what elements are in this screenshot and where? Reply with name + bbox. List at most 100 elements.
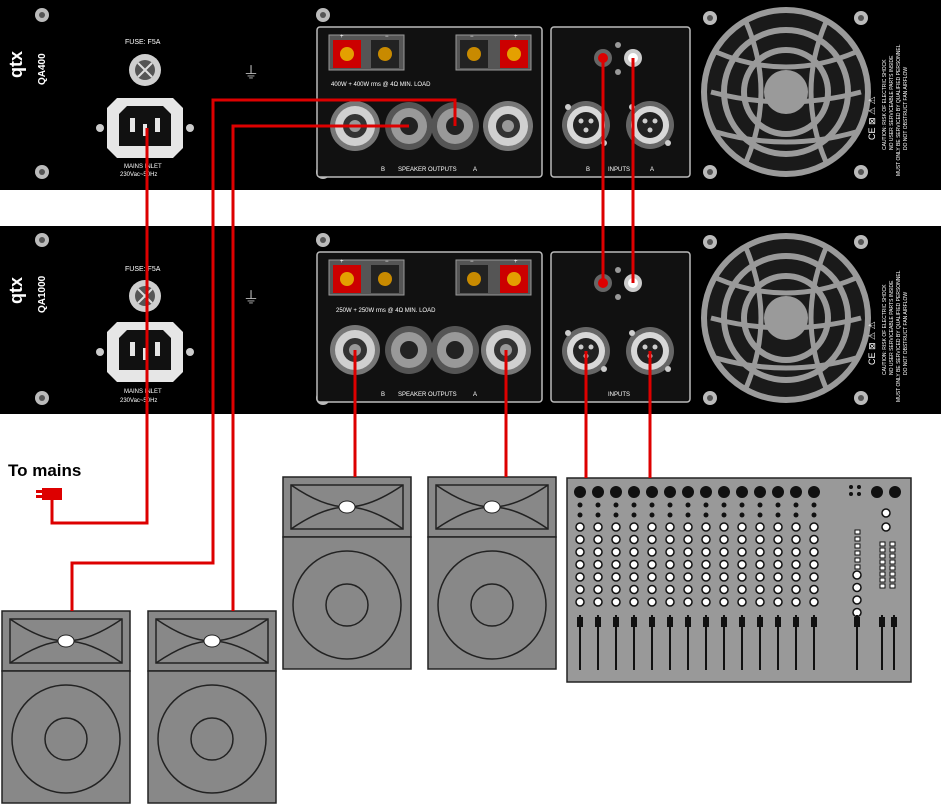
channel-knob (791, 559, 801, 570)
channel-knob (719, 559, 729, 570)
channel-led (811, 512, 817, 518)
warning-line-3: MUST ONLY BE SERVICED BY QUALIFIED PERSO… (896, 270, 902, 402)
master-output-socket (871, 486, 883, 498)
channel-led (685, 502, 691, 508)
channel-led (811, 502, 817, 508)
mains-voltage-label: 230Vac~50Hz (120, 172, 157, 178)
channel-knob (809, 547, 819, 557)
channel-knob (611, 572, 621, 582)
ground-icon: ⏚ (243, 289, 259, 307)
channel-knob (683, 559, 693, 570)
channel-knob (773, 559, 783, 570)
warning-line-2: NO USER SERVICEABLE PARTS INSIDE (889, 55, 895, 150)
input-a-label: A (650, 167, 654, 173)
channel-knob (611, 584, 621, 595)
channel-led (739, 512, 745, 518)
mains-inlet-label: MAINS INLET (124, 164, 162, 170)
svg-text:−: − (470, 34, 474, 40)
channel-knob (719, 572, 729, 582)
channel-led (739, 502, 745, 508)
channel-knob (719, 547, 729, 557)
warning-line-1: CAUTION: RISK OF ELECTRIC SHOCK (882, 59, 888, 150)
master-led (849, 485, 853, 489)
channel-knob (755, 597, 765, 607)
channel-knob (755, 572, 765, 582)
channel-knob (593, 572, 603, 582)
channel-knob (611, 559, 621, 570)
master-led-meter (854, 536, 861, 542)
channel-led (757, 502, 763, 508)
master-knob (852, 595, 862, 605)
master-knob (881, 522, 891, 532)
channel-knob (773, 534, 783, 545)
svg-text:+: + (340, 34, 344, 40)
channel-knob (593, 559, 603, 570)
speaker-cabinet (147, 610, 277, 804)
warning-line-3: MUST ONLY BE SERVICED BY QUALIFIED PERSO… (896, 44, 902, 176)
channel-knob (683, 572, 693, 582)
channel-knob (791, 547, 801, 557)
channel-knob (611, 522, 621, 532)
channel-input-socket (790, 486, 802, 498)
master-fader-handle (879, 617, 885, 627)
channel-input-socket (682, 486, 694, 498)
channel-knob (629, 559, 639, 570)
channel-led (793, 512, 799, 518)
channel-knob (737, 559, 747, 570)
channel-knob (755, 534, 765, 545)
channel-knob (575, 534, 585, 545)
level-meter-led (889, 571, 896, 577)
channel-knob (665, 597, 675, 607)
channel-knob (647, 572, 657, 582)
mains-inlet-label: MAINS INLET (124, 389, 162, 395)
channel-led (631, 502, 637, 508)
channel-knob (737, 597, 747, 607)
channel-led (649, 512, 655, 518)
channel-knob (809, 559, 819, 570)
channel-input-socket (646, 486, 658, 498)
svg-text:+: + (340, 259, 344, 265)
channel-led (667, 502, 673, 508)
channel-knob (665, 522, 675, 532)
channel-led (775, 512, 781, 518)
master-fader-handle (891, 617, 897, 627)
level-meter-led (879, 553, 886, 559)
model-label: QA400 (37, 53, 48, 85)
channel-knob (701, 559, 711, 570)
svg-text:+: + (514, 259, 518, 265)
channel-input-socket (754, 486, 766, 498)
speaker-cabinet (1, 610, 131, 804)
channel-knob (593, 547, 603, 557)
channel-knob (629, 572, 639, 582)
channel-led (721, 502, 727, 508)
channel-knob (791, 584, 801, 595)
ground-icon: ⏚ (243, 64, 259, 82)
channel-knob (755, 584, 765, 595)
speaker-cabinet (427, 476, 557, 670)
master-knob (852, 582, 862, 593)
channel-knob (737, 572, 747, 582)
fader-handle (721, 617, 727, 627)
channel-knob (647, 534, 657, 545)
channel-knob (701, 522, 711, 532)
input-plate (550, 26, 691, 178)
level-meter-led (879, 559, 886, 565)
inputs-label: INPUTS (608, 392, 630, 398)
master-led-meter (854, 557, 861, 563)
master-led-meter (854, 550, 861, 556)
channel-led (577, 512, 583, 518)
speaker-cabinet (282, 476, 412, 670)
fader-handle (775, 617, 781, 627)
channel-knob (683, 534, 693, 545)
mains-inlet-icon (96, 98, 194, 158)
channel-knob (755, 522, 765, 532)
model-label: QA1000 (37, 275, 48, 313)
channel-a-label: A (473, 167, 477, 173)
channel-knob (773, 572, 783, 582)
level-meter-led (889, 547, 896, 553)
fader-handle (577, 617, 583, 627)
channel-knob (647, 597, 657, 607)
channel-led (595, 512, 601, 518)
channel-input-socket (628, 486, 640, 498)
amplifier-qa400: qtx QA400 FUSE: F5A ⏚ MAINS INLET 230Vac… (0, 0, 941, 190)
